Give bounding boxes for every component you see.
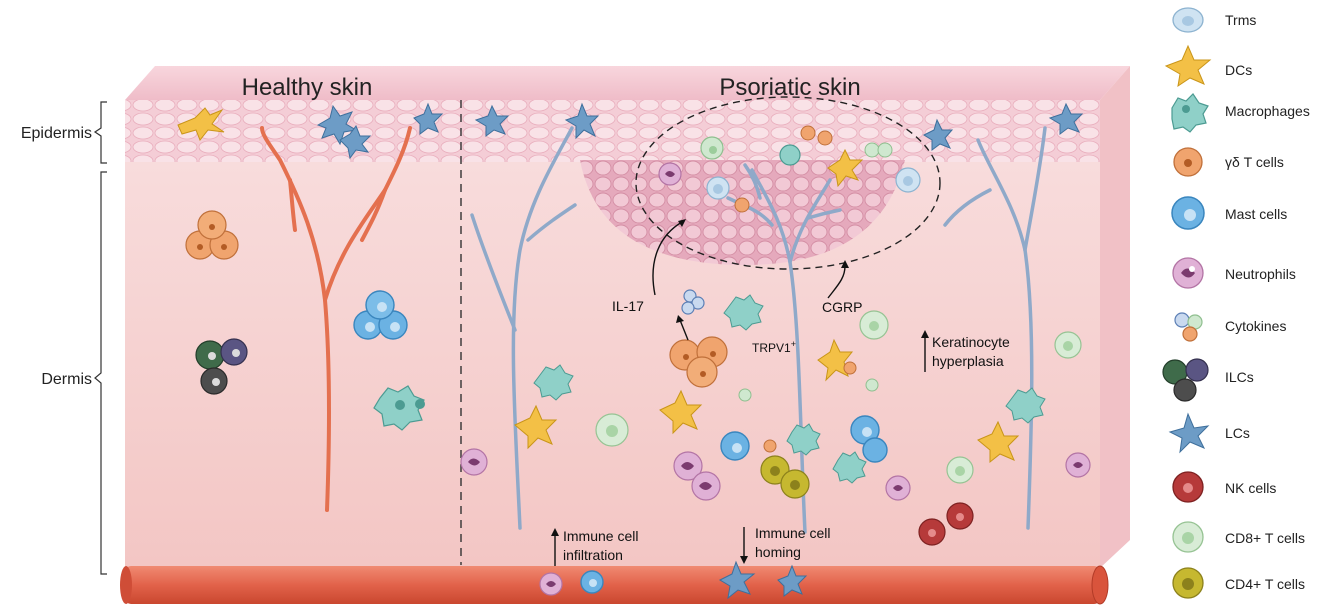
legend-label-ilcs: ILCs xyxy=(1225,369,1254,385)
mast-cell-icon xyxy=(1171,196,1205,230)
cd4-t-cell-icon xyxy=(1172,567,1204,599)
psoriatic-skin-title: Psoriatic skin xyxy=(719,74,860,101)
psoriatic-nerve-center-twig-2 xyxy=(806,208,842,220)
layer-brackets xyxy=(93,101,107,575)
psoriatic-nerve-left-twig xyxy=(526,203,577,242)
epidermis-layer xyxy=(125,100,1100,162)
tissue-side-face xyxy=(1100,66,1130,568)
psoriatic-langerhans-cells xyxy=(474,102,1084,600)
vessel-left-end xyxy=(120,566,132,604)
hyperplasia-dashed-outline xyxy=(635,96,941,270)
infiltration-label-line1: Immune cell xyxy=(563,528,638,544)
infiltration-label-line2: infiltration xyxy=(563,547,623,563)
annotation-arrows xyxy=(551,219,929,566)
healthy-nerve-fiber xyxy=(260,126,412,512)
cgrp-label: CGRP xyxy=(822,299,862,315)
legend-label-trms: Trms xyxy=(1225,12,1256,28)
legend-label-cd4-t-cells: CD4+ T cells xyxy=(1225,576,1305,592)
cytokine-icon xyxy=(1174,312,1203,342)
ilc-icon xyxy=(1162,358,1209,402)
healthy-nerve-twig-2 xyxy=(288,178,297,232)
healthy-gamma-delta-t-cells xyxy=(185,210,239,260)
legend-label-cd8-t-cells: CD8+ T cells xyxy=(1225,530,1305,546)
psoriatic-nerve-left-branch xyxy=(470,213,517,332)
gd-to-il17-arrow xyxy=(679,319,689,341)
healthy-nerve-trunk xyxy=(260,126,332,512)
psoriatic-nerve-center xyxy=(750,168,807,534)
legend-label-gd-t-cells: γδ T cells xyxy=(1225,154,1284,170)
healthy-skin-title: Healthy skin xyxy=(242,74,373,101)
homing-label-line2: homing xyxy=(755,544,801,560)
psoriatic-nerve-fibers xyxy=(470,126,1047,534)
blood-vessel xyxy=(120,565,1109,605)
il17-to-plaque-arrow xyxy=(652,221,683,296)
healthy-ilcs xyxy=(195,338,248,395)
dermis-label: Dermis xyxy=(41,371,92,388)
psoriatic-nerve-right xyxy=(976,138,1034,530)
psoriatic-cells-in-plaque xyxy=(658,125,921,213)
tissue-block xyxy=(125,66,1130,568)
healthy-dendritic-cell xyxy=(177,107,225,141)
psoriatic-dermal-cells xyxy=(460,289,1091,596)
dermis-bracket xyxy=(94,171,107,575)
dendritic-cell-icon xyxy=(1164,44,1212,88)
healthy-nerve-twig xyxy=(360,188,387,242)
epidermis-bracket xyxy=(93,101,107,164)
il17-label: IL-17 xyxy=(612,298,644,314)
trpv1-label: TRPV1+ xyxy=(752,339,796,355)
healthy-mast-cells xyxy=(353,290,408,340)
legend: Trms DCs Macrophages γδ T cells Mast cel… xyxy=(1162,7,1310,599)
vessel-tube xyxy=(125,566,1100,604)
legend-label-mast-cells: Mast cells xyxy=(1225,206,1287,222)
healthy-langerhans-cells xyxy=(316,102,444,160)
hyperplasia-label: hyperplasia xyxy=(932,353,1004,369)
legend-label-neutrophils: Neutrophils xyxy=(1225,266,1296,282)
tissue-top-surface xyxy=(125,66,1130,100)
trm-cell-icon xyxy=(1172,7,1204,33)
neutrophil-icon xyxy=(1172,257,1204,289)
vessel-opening xyxy=(1091,565,1109,605)
epidermal-hyperplasia-region xyxy=(580,160,905,265)
epidermis-label: Epidermis xyxy=(21,125,92,142)
psoriatic-nerve-right-branch xyxy=(1023,126,1047,252)
legend-label-cytokines: Cytokines xyxy=(1225,318,1286,334)
legend-label-macrophages: Macrophages xyxy=(1225,103,1310,119)
healthy-macrophages xyxy=(373,385,425,431)
psoriatic-nerve-center-twig-3 xyxy=(743,163,762,200)
dermis-layer xyxy=(125,160,1100,568)
macrophage-icon xyxy=(1171,93,1209,133)
cd8-t-cell-icon xyxy=(1172,521,1204,553)
langerhans-cell-icon xyxy=(1168,412,1210,454)
legend-label-dcs: DCs xyxy=(1225,62,1252,78)
nk-cell-icon xyxy=(1172,471,1204,503)
keratinocyte-label: Keratinocyte xyxy=(932,334,1010,350)
gamma-delta-t-cell-icon xyxy=(1173,147,1203,177)
legend-label-lcs: LCs xyxy=(1225,425,1250,441)
psoriatic-nerve-left xyxy=(511,126,574,530)
psoriatic-nerve-center-twig-1 xyxy=(726,196,774,227)
homing-label-line1: Immune cell xyxy=(755,525,830,541)
psoriatic-nerve-right-twig xyxy=(943,188,992,227)
legend-label-nk-cells: NK cells xyxy=(1225,480,1276,496)
cgrp-arrow xyxy=(827,265,846,299)
